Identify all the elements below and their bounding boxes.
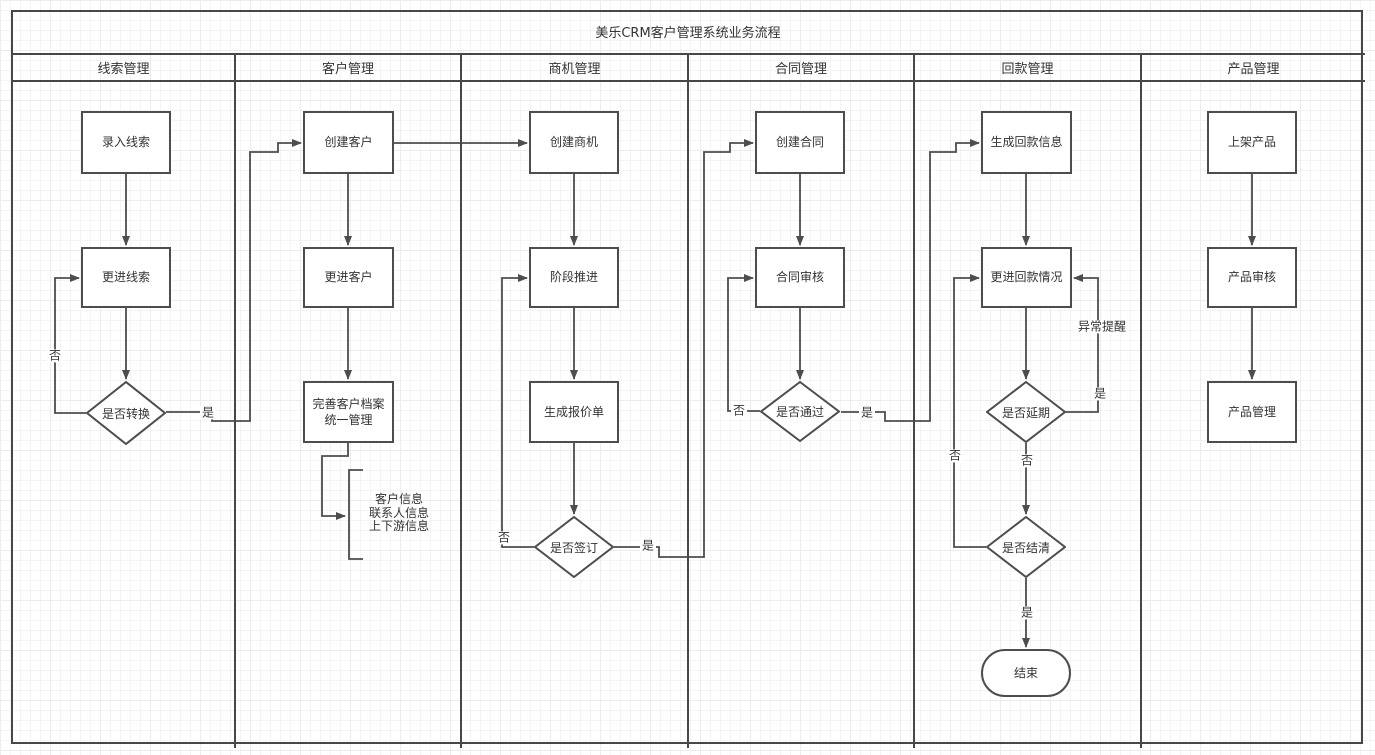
lane-header-customers: 客户管理 <box>321 62 374 77</box>
label-sign-yes: 是 <box>639 538 657 553</box>
lane-separator <box>234 53 236 748</box>
lane-header-products: 产品管理 <box>1227 62 1280 77</box>
annotation-line: 联系人信息 <box>368 505 429 520</box>
node-generate-quote[interactable]: 生成报价单 <box>529 381 619 443</box>
lane-header-opportunities: 商机管理 <box>548 62 601 77</box>
lane-header-contracts: 合同管理 <box>774 62 827 77</box>
terminator-end[interactable]: 结束 <box>981 649 1071 697</box>
lane-separator <box>460 53 462 748</box>
node-create-opportunity[interactable]: 创建商机 <box>529 111 619 174</box>
node-create-contract[interactable]: 创建合同 <box>755 111 845 174</box>
diamond-shape <box>986 516 1066 578</box>
label-delay-yes: 是 <box>1091 386 1109 401</box>
label-delay-no: 否 <box>1018 453 1036 468</box>
node-product-manage[interactable]: 产品管理 <box>1207 381 1297 443</box>
label-sign-no: 否 <box>495 530 513 545</box>
label-settle-no: 否 <box>946 448 964 463</box>
lane-header-leads: 线索管理 <box>97 62 150 77</box>
diamond-shape <box>760 381 840 442</box>
diamond-shape <box>86 381 166 445</box>
label-abnormal-reminder: 异常提醒 <box>1075 319 1129 334</box>
label-lead-yes: 是 <box>199 405 217 420</box>
decision-review-passed[interactable]: 是否通过 <box>760 381 840 442</box>
node-enter-lead[interactable]: 录入线索 <box>81 111 171 174</box>
node-stage-advance[interactable]: 阶段推进 <box>529 247 619 308</box>
decision-lead-convert[interactable]: 是否转换 <box>86 381 166 445</box>
diagram-title: 美乐CRM客户管理系统业务流程 <box>595 26 781 41</box>
lane-separator <box>687 53 689 748</box>
lane-header-payments: 回款管理 <box>1001 62 1054 77</box>
connector <box>501 274 534 548</box>
decision-payment-settled[interactable]: 是否结清 <box>986 516 1066 578</box>
lane-separator <box>913 53 915 748</box>
decision-payment-delayed[interactable]: 是否延期 <box>986 381 1066 443</box>
label-pass-no: 否 <box>730 403 748 418</box>
annotation-line: 上下游信息 <box>368 519 429 533</box>
node-list-product[interactable]: 上架产品 <box>1207 111 1297 174</box>
connector <box>614 139 754 558</box>
node-complete-profile[interactable]: 完善客户档案 统一管理 <box>303 381 394 443</box>
connector <box>841 139 980 422</box>
connector <box>1066 274 1099 413</box>
label-lead-no: 否 <box>46 348 64 363</box>
node-create-customer[interactable]: 创建客户 <box>303 111 394 174</box>
node-follow-payment[interactable]: 更进回款情况 <box>981 247 1072 308</box>
label-pass-yes: 是 <box>858 405 876 420</box>
connector <box>953 274 986 548</box>
node-product-review[interactable]: 产品审核 <box>1207 247 1297 308</box>
connector <box>321 443 349 520</box>
label-settle-yes: 是 <box>1018 605 1036 620</box>
node-contract-review[interactable]: 合同审核 <box>755 247 845 308</box>
node-follow-lead[interactable]: 更进线索 <box>81 247 171 308</box>
annotation-line: 客户信息 <box>374 492 423 506</box>
node-follow-customer[interactable]: 更进客户 <box>303 247 394 308</box>
decision-contract-signed[interactable]: 是否签订 <box>534 516 614 578</box>
connector <box>54 274 86 414</box>
annotation-customer-info: 客户信息 联系人信息 上下游信息 <box>358 492 440 534</box>
node-generate-payment-info[interactable]: 生成回款信息 <box>981 111 1072 174</box>
diamond-shape <box>986 381 1066 443</box>
diamond-shape <box>534 516 614 578</box>
annotation-bracket <box>348 469 363 560</box>
lane-separator <box>1140 53 1142 748</box>
